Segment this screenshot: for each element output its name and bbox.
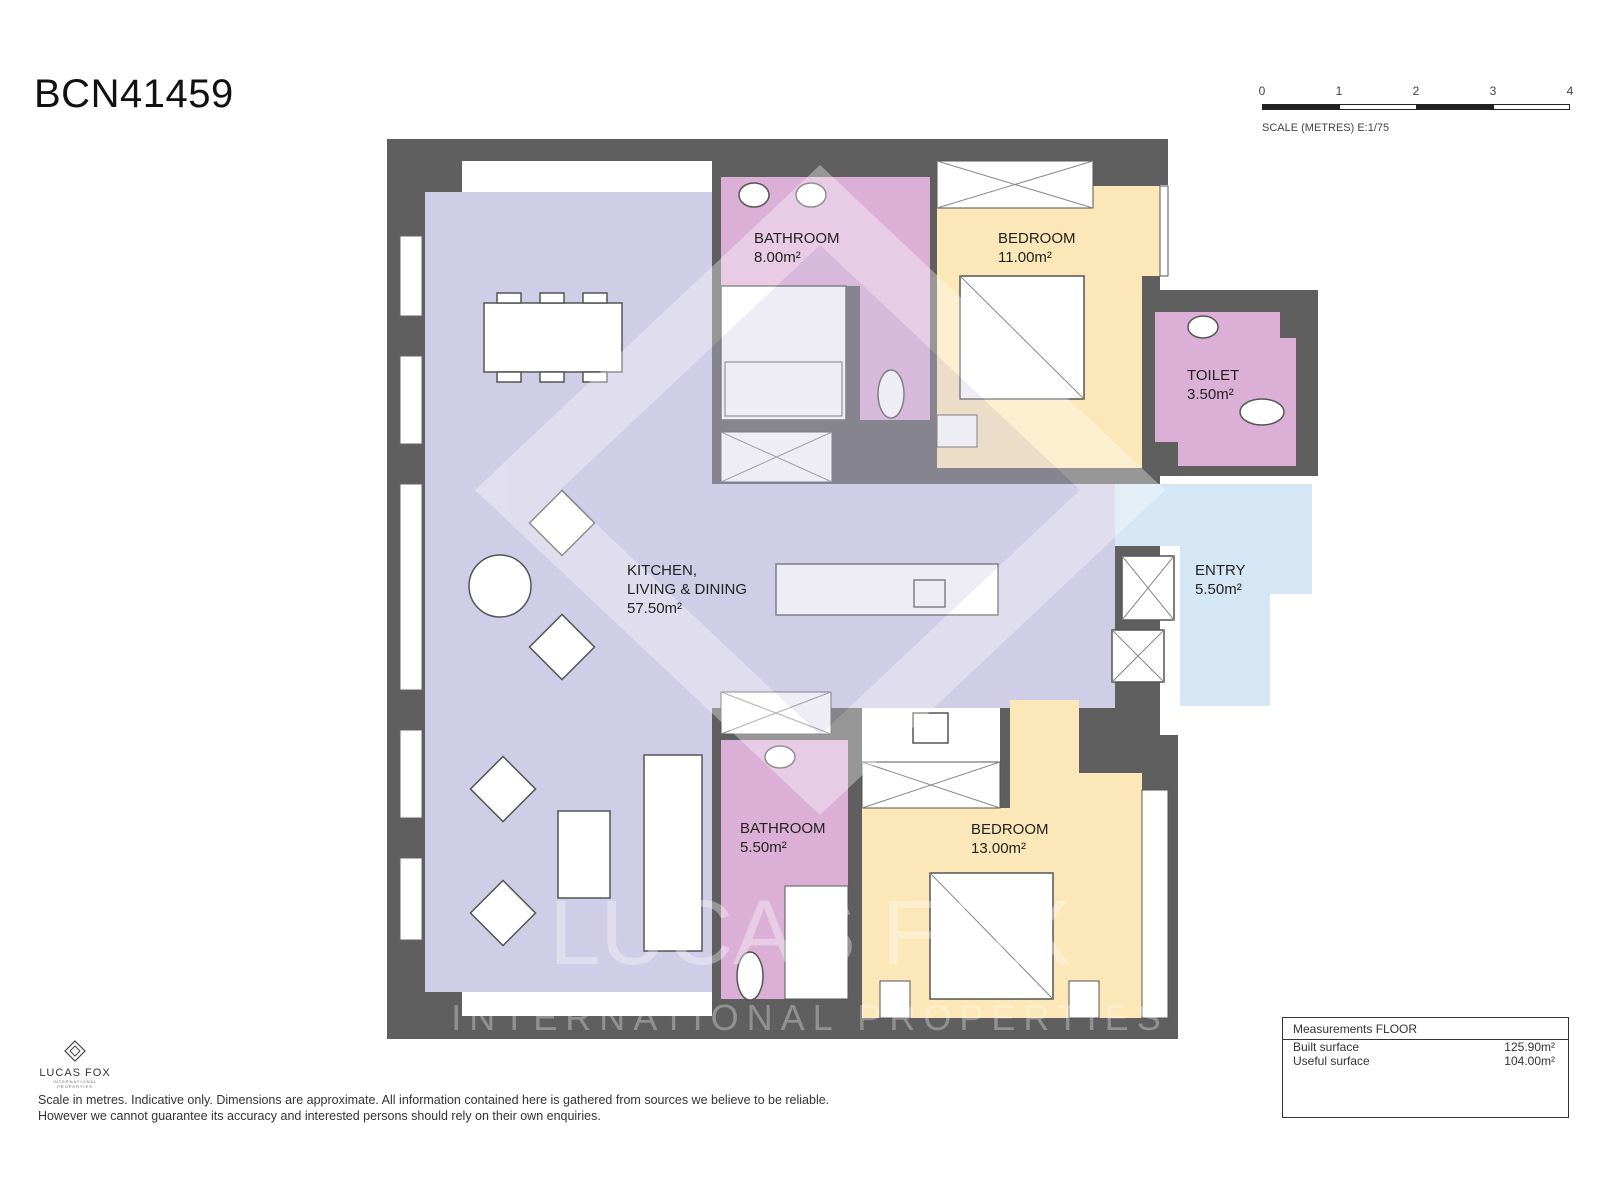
scale-tick: 3: [1489, 84, 1497, 98]
cross-line: [861, 761, 1001, 809]
sofa: [643, 754, 703, 952]
armchair: [528, 489, 596, 557]
cross-line: [720, 691, 832, 735]
sink-basin: [764, 745, 796, 769]
cross-line: [936, 160, 1094, 209]
desk-top: [936, 414, 978, 448]
toilet-name: TOILET: [1187, 367, 1239, 384]
watermark-tagline: INTERNATIONAL PROPERTIES: [451, 997, 1168, 1038]
bedroom-top-area: 11.00m²: [998, 249, 1052, 266]
watermark-brand: LUCAS FOX: [549, 882, 1070, 984]
disclaimer-line: However we cannot guarantee its accuracy…: [38, 1109, 601, 1123]
bedroom-top-window: [1159, 185, 1169, 277]
scale-segment: [1493, 104, 1570, 110]
company-logo: LUCAS FOX INTERNATIONAL PROPERTIES: [38, 1040, 112, 1089]
measurement-value: 125.90m²: [1504, 1040, 1555, 1054]
scale-tick: 4: [1566, 84, 1574, 98]
property-reference: BCN41459: [34, 72, 234, 116]
bedroom-top-name: BEDROOM: [998, 230, 1076, 247]
kitchen-island: [775, 563, 999, 616]
chair: [539, 292, 565, 304]
living-area: 57.50m²: [627, 600, 682, 617]
cross-line: [1121, 555, 1175, 621]
round-table: [468, 554, 532, 618]
cross-marks: [720, 160, 1175, 1000]
armchair: [469, 755, 537, 823]
bedroom-bottom-window: [1141, 789, 1169, 1019]
logo-diamond-icon: [64, 1040, 86, 1062]
watermark-diamond: [475, 165, 1165, 815]
window-west: [399, 235, 423, 317]
window-west: [399, 857, 423, 941]
scale-tick: 2: [1412, 84, 1420, 98]
measurement-row: Built surface 125.90m²: [1283, 1040, 1568, 1054]
bathroom-top-area: 8.00m²: [754, 249, 801, 266]
toilet-area: 3.50m²: [1187, 386, 1234, 403]
bedroom-bottom-area: 13.00m²: [971, 840, 1026, 857]
sink-basin: [795, 182, 827, 208]
chair: [582, 371, 608, 383]
bathroom-top-name: BATHROOM: [754, 230, 840, 247]
sink-basin: [738, 182, 770, 208]
cross-line: [720, 431, 833, 483]
measurements-table: Measurements FLOOR Built surface 125.90m…: [1282, 1017, 1569, 1118]
toilet-bowl: [877, 369, 905, 419]
sink-basin: [1187, 315, 1219, 339]
logo-tagline: INTERNATIONAL PROPERTIES: [52, 1079, 98, 1089]
living-room-area: [425, 192, 1115, 992]
nightstand-left: [879, 980, 911, 1019]
living-room-bottom-strip: [462, 992, 712, 1016]
chair: [496, 292, 522, 304]
entry-name: ENTRY: [1195, 562, 1246, 579]
logo-name: LUCAS FOX: [39, 1067, 111, 1079]
watermark: LUCAS FOX INTERNATIONAL PROPERTIES: [451, 165, 1168, 1038]
toilet-bowl: [736, 951, 764, 1001]
toilet-area: [1155, 312, 1296, 466]
measurement-row: Useful surface 104.00m²: [1283, 1054, 1568, 1068]
scale-tick: 1: [1335, 84, 1343, 98]
cooktop: [912, 712, 949, 744]
window-west: [399, 355, 423, 445]
measurement-value: 104.00m²: [1504, 1054, 1555, 1068]
furniture: [468, 182, 1285, 1001]
cross-line: [929, 872, 1054, 1000]
window-west: [399, 483, 423, 691]
dining-table: [483, 302, 623, 373]
cross-line: [1111, 629, 1165, 683]
living-name-line1: KITCHEN,: [627, 562, 697, 579]
chair: [582, 292, 608, 304]
entry-area: 5.50m²: [1195, 581, 1242, 598]
chair: [496, 371, 522, 383]
scale-tick: 0: [1258, 84, 1266, 98]
living-room-top-strip: [462, 161, 712, 192]
scale-caption: SCALE (METRES) E:1/75: [1262, 122, 1390, 134]
island-sink: [913, 579, 946, 608]
window-west: [399, 729, 423, 819]
bathroom-bottom-area: 5.50m²: [740, 839, 787, 856]
bathtub-inner: [724, 361, 843, 417]
west-windows: [399, 235, 423, 941]
chair: [539, 371, 565, 383]
bathroom-top-area: [721, 177, 930, 420]
bedroom-bottom-name: BEDROOM: [971, 821, 1049, 838]
toilet-bowl: [1239, 398, 1285, 426]
room-labels: KITCHEN, LIVING & DINING 57.50m² BATHROO…: [627, 230, 1246, 857]
measurement-label: Built surface: [1293, 1040, 1360, 1054]
cross-line: [959, 275, 1085, 400]
entry-area: [1115, 484, 1312, 706]
armchair: [469, 879, 537, 947]
watermark-diamond-inner: [560, 245, 1080, 735]
living-name-line2: LIVING & DINING: [627, 581, 747, 598]
scale-bar: 0 1 2 3 4 SCALE (METRES) E:1/75: [1258, 84, 1574, 144]
shower-bottom: [784, 885, 849, 1000]
armchair: [528, 613, 596, 681]
coffee-table: [557, 810, 611, 899]
disclaimer: Scale in metres. Indicative only. Dimens…: [38, 1092, 938, 1124]
measurements-title: Measurements FLOOR: [1283, 1018, 1568, 1040]
bathroom-bottom-name: BATHROOM: [740, 820, 826, 837]
nightstand-right: [1068, 980, 1100, 1019]
disclaimer-line: Scale in metres. Indicative only. Dimens…: [38, 1093, 830, 1107]
measurement-label: Useful surface: [1293, 1054, 1370, 1068]
